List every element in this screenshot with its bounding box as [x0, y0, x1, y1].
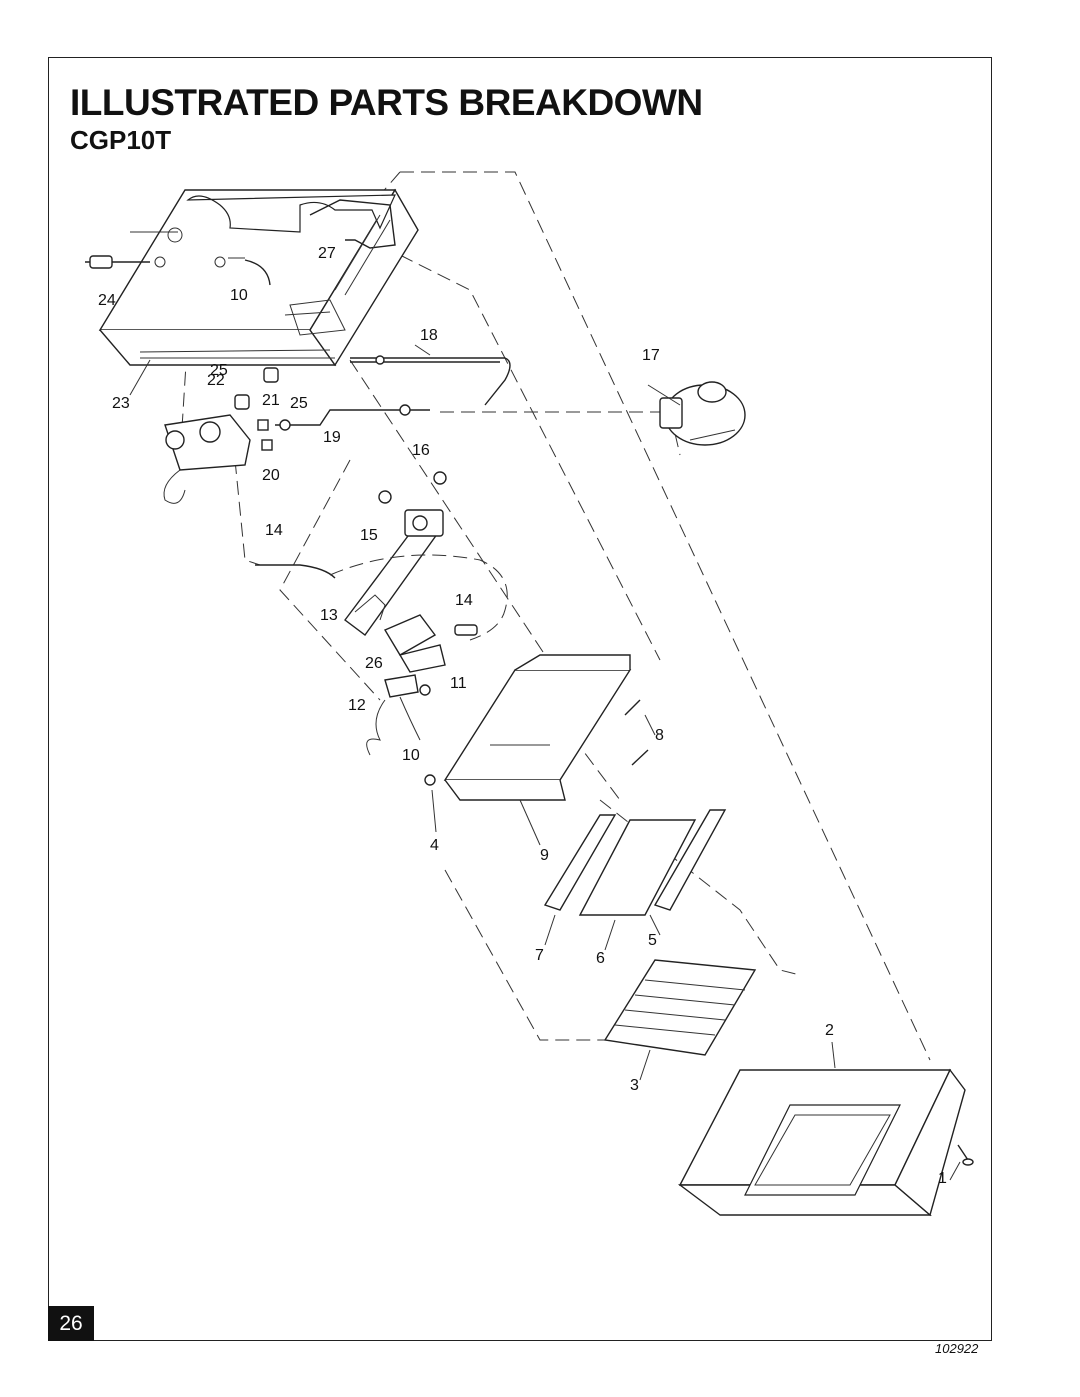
part-label-26: 26	[365, 655, 383, 672]
part-label-18: 18	[420, 327, 438, 344]
cover-screw	[957, 1144, 974, 1166]
figure-number: 102922	[935, 1341, 979, 1356]
thermocouple-lead	[255, 564, 336, 579]
burner-assembly	[344, 471, 447, 636]
part-label-5: 5	[648, 932, 657, 949]
pilot-tubing	[350, 355, 511, 406]
part-label-15: 15	[360, 527, 378, 544]
part-label-8: 8	[655, 727, 664, 744]
baffle-plate	[424, 654, 632, 801]
oxygen-sensor-probe	[85, 231, 178, 269]
part-label-20: 20	[262, 467, 280, 484]
part-label-2: 2	[825, 1022, 834, 1039]
part-label-19: 19	[323, 429, 341, 446]
front-cover	[677, 1068, 966, 1217]
grille	[603, 959, 757, 1056]
part-label-1: 1	[938, 1170, 947, 1187]
part-label-11: 11	[450, 675, 467, 692]
screw	[624, 699, 649, 766]
pilot-assembly	[329, 554, 508, 756]
part-label-10-lower: 10	[402, 747, 420, 764]
part-label-21: 21	[262, 392, 280, 409]
pressure-regulator	[659, 381, 746, 446]
part-label-23: 23	[112, 395, 130, 412]
part-label-22: 22	[207, 372, 225, 389]
leader-lines	[129, 344, 961, 1181]
part-label-12: 12	[348, 697, 366, 714]
part-label-6: 6	[596, 950, 605, 967]
part-label-14-lower: 14	[455, 592, 473, 609]
back-housing	[98, 188, 419, 367]
part-label-10-upper: 10	[230, 287, 248, 304]
model-number: CGP10T	[70, 125, 172, 155]
part-label-13: 13	[320, 607, 338, 624]
part-label-25-right: 25	[290, 395, 308, 412]
part-label-14-upper: 14	[265, 522, 283, 539]
part-label-9: 9	[540, 847, 549, 864]
page-frame	[48, 57, 992, 1341]
part-label-16: 16	[412, 442, 430, 459]
radiant-panel	[543, 809, 727, 916]
fitting-line	[257, 404, 430, 451]
tube-upper	[228, 257, 271, 286]
part-labels: 1 2 3 4 5 6 7 8 9 10 10 11 12 13 14 14 1…	[98, 245, 947, 1187]
page-title: ILLUSTRATED PARTS BREAKDOWN	[70, 82, 703, 123]
part-label-7: 7	[535, 947, 544, 964]
part-label-4: 4	[430, 837, 439, 854]
part-label-25-left: 25	[210, 362, 228, 379]
gas-control-valve	[163, 367, 279, 504]
part-label-3: 3	[630, 1077, 639, 1094]
part-label-27: 27	[318, 245, 336, 262]
part-label-24: 24	[98, 292, 116, 309]
page-number: 26	[48, 1306, 94, 1341]
part-label-17: 17	[642, 347, 660, 364]
